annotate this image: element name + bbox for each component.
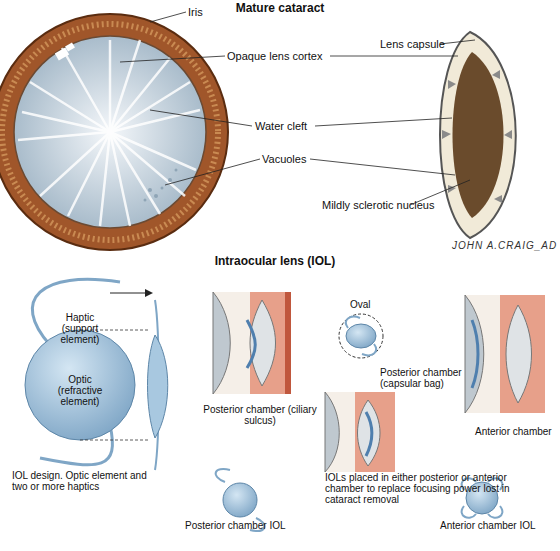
part-name: Haptic (support element) (48, 312, 112, 345)
note: IOL design. Optic element and two or mor… (12, 470, 162, 492)
part-name: Optic (refractive element) (48, 374, 112, 407)
signature: JOHN A.CRAIG_AD (452, 240, 557, 251)
part-name: Vacuoles (262, 153, 306, 165)
note: IOLs placed in either posterior or anter… (325, 472, 515, 505)
part-name: Oval (350, 299, 371, 310)
part-name: Lens capsule (380, 38, 445, 50)
part-name: Iris (188, 6, 203, 18)
heading: Intraocular lens (IOL) (180, 255, 370, 267)
part-name: Anterior chamber (475, 426, 552, 437)
part-name: Water cleft (255, 120, 307, 132)
part-name: Opaque lens cortex (227, 50, 322, 62)
part-name: Posterior chamber (ciliary sulcus) (200, 404, 320, 426)
heading: Mature cataract (200, 2, 360, 14)
part-name: Anterior chamber IOL (440, 520, 536, 531)
part-name: Mildly sclerotic nucleus (322, 199, 434, 211)
part-name: Posterior chamber (capsular bag) (380, 367, 490, 389)
part-name: Posterior chamber IOL (185, 520, 286, 531)
